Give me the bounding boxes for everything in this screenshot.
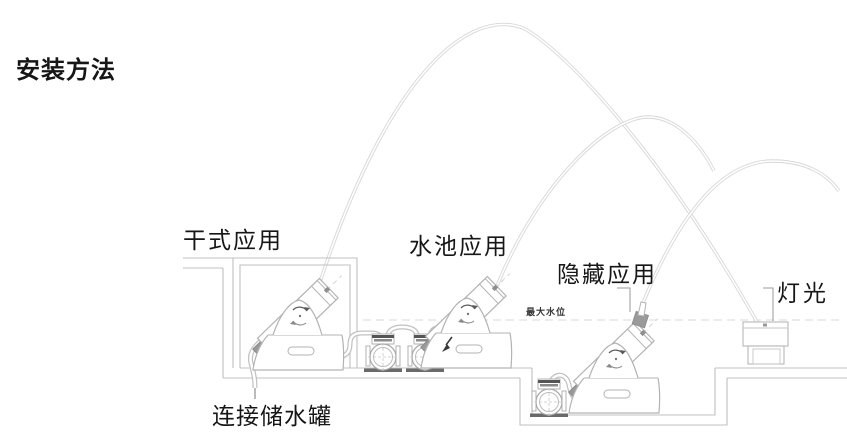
dry-vault-inner: [239, 264, 351, 368]
leader-light: [763, 287, 774, 321]
pump-1: [363, 333, 403, 373]
light-lens: [763, 323, 767, 327]
label-tank-connection: 连接储水罐: [212, 404, 332, 429]
label-dry-application: 干式应用: [183, 228, 283, 253]
label-hidden-application: 隐藏应用: [557, 262, 657, 287]
flow-direction-arrow-icon: [442, 336, 453, 352]
jet-arc-pool: [495, 115, 716, 287]
dry-vault-outer: [232, 257, 358, 368]
leader-hidden-application: [617, 287, 631, 312]
hidden-pit-outer: [519, 378, 728, 426]
jet-arc-hidden: [641, 159, 841, 304]
label-max-water-level: 最大水位: [526, 307, 567, 317]
underwater-light: [742, 321, 789, 365]
fountain-unit-dry: [248, 275, 345, 371]
hidden-unit-nozzle: [631, 301, 650, 329]
leader-lines: [617, 287, 774, 321]
page-title: 安装方法: [16, 58, 116, 84]
label-light: 灯光: [777, 281, 829, 306]
fountain-unit-hidden: [564, 318, 661, 414]
pump-3: [529, 378, 569, 418]
jet-arc-dry: [318, 22, 759, 323]
fountain-unit-pool: [416, 273, 513, 369]
label-pool-application: 水池应用: [409, 234, 509, 259]
water-jet-arcs: [318, 22, 841, 323]
